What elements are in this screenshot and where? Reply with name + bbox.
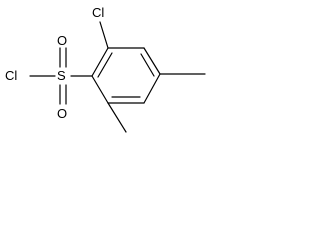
atom-chlorine-ring: Cl <box>92 5 104 20</box>
bond-ring-c4-c5 <box>143 73 161 104</box>
benzene-ring <box>91 47 161 104</box>
bond-ring-c3-c4-inner <box>140 53 155 77</box>
bond-ring-to-chlorine <box>99 21 109 49</box>
atom-chlorine-sulfonyl: Cl <box>5 68 17 83</box>
atom-oxygen-top: O <box>57 33 67 48</box>
atom-sulfur: S <box>57 68 66 83</box>
bond-ring-c1-c2-inner <box>97 52 113 78</box>
chemical-structure-diagram: Cl Cl S O O <box>5 5 206 133</box>
bond-ring-to-methyl-bottom <box>107 102 127 133</box>
atom-oxygen-bottom: O <box>57 106 67 121</box>
bond-ring-c6-c1 <box>91 75 109 104</box>
bond-ring-c3-c4 <box>143 47 161 75</box>
bond-ring-c1-c2 <box>91 47 109 77</box>
